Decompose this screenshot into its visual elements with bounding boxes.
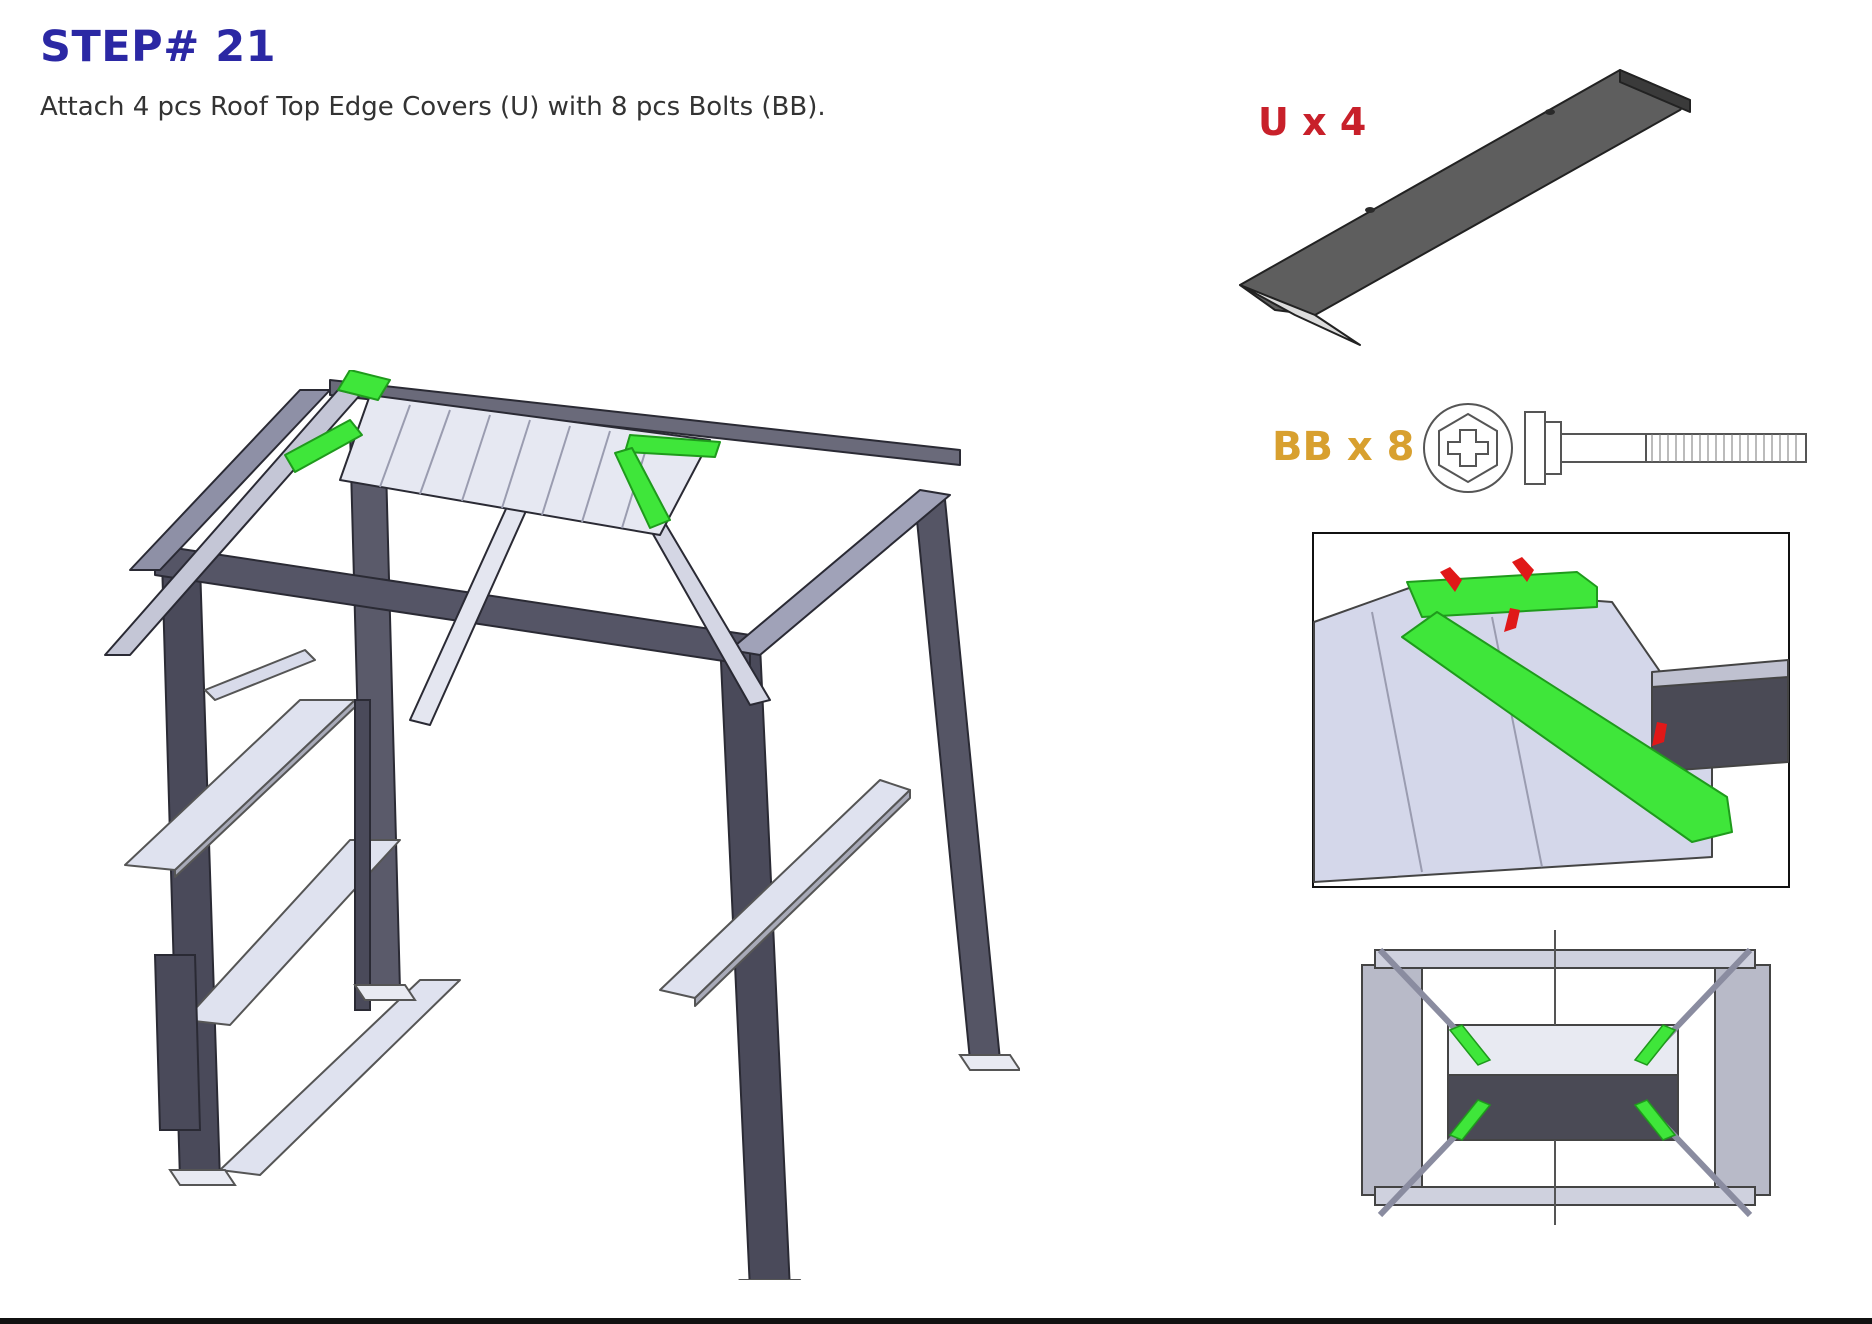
step-title: STEP# 21: [40, 22, 276, 72]
top-view-illustration: [1350, 925, 1780, 1230]
instruction-text: Attach 4 pcs Roof Top Edge Covers (U) wi…: [40, 92, 826, 122]
bolt-quantity-label: BB x 8: [1272, 424, 1414, 470]
page-bottom-rule: [0, 1318, 1872, 1324]
bolt-part-illustration: [1420, 400, 1820, 500]
gazebo-assembly-illustration: [100, 370, 1020, 1280]
detail-closeup-illustration: [1312, 532, 1790, 888]
edge-cover-part-illustration: [1220, 60, 1700, 350]
